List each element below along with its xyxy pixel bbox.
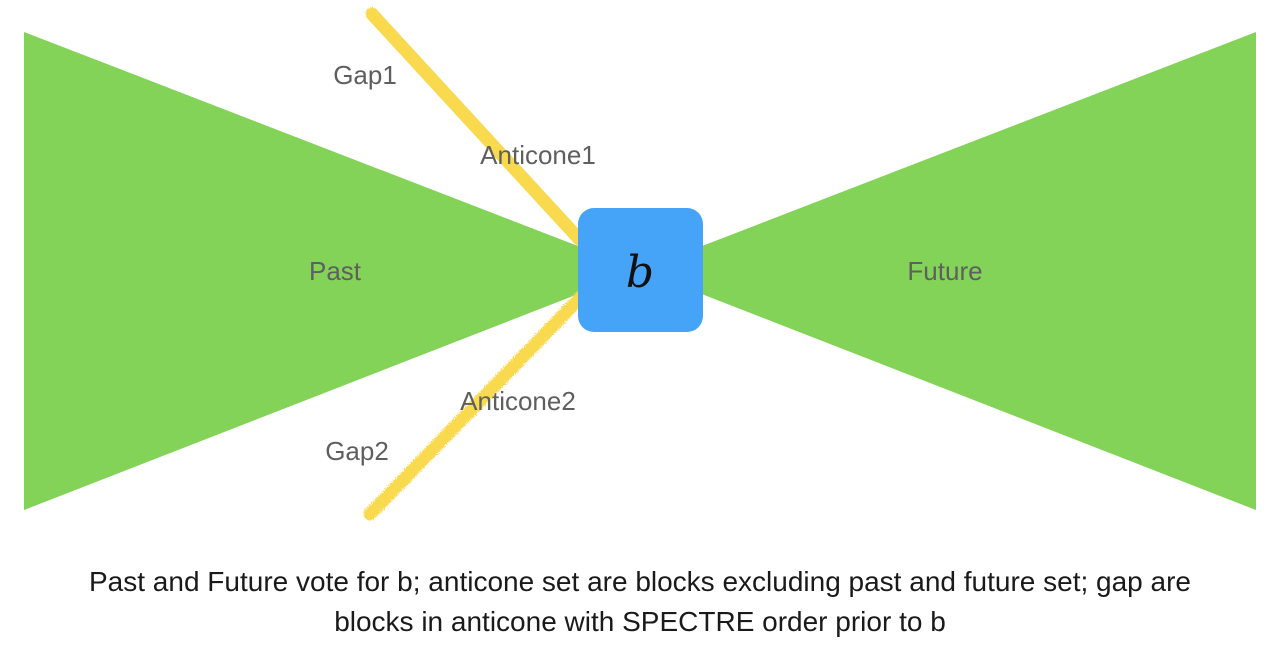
future-cone (640, 32, 1256, 510)
caption-line-1: Past and Future vote for b; anticone set… (89, 566, 1191, 597)
anticone1-stroke (365, 7, 587, 247)
anticone2-label: Anticone2 (460, 386, 576, 416)
past-cone (24, 32, 640, 510)
caption-line-2: blocks in anticone with SPECTRE order pr… (334, 606, 946, 637)
block-b (578, 208, 703, 332)
anticone2-stroke (363, 291, 587, 521)
caption: Past and Future vote for b; anticone set… (0, 562, 1280, 642)
gap1-label: Gap1 (333, 60, 397, 90)
block-b-label: b (626, 247, 654, 298)
bowtie-diagram: b Past Future Gap1 Anticone1 Anticone2 G… (24, 7, 1256, 521)
past-label: Past (309, 256, 362, 286)
anticone1-label: Anticone1 (480, 140, 596, 170)
gap2-label: Gap2 (325, 436, 389, 466)
future-label: Future (907, 256, 982, 286)
